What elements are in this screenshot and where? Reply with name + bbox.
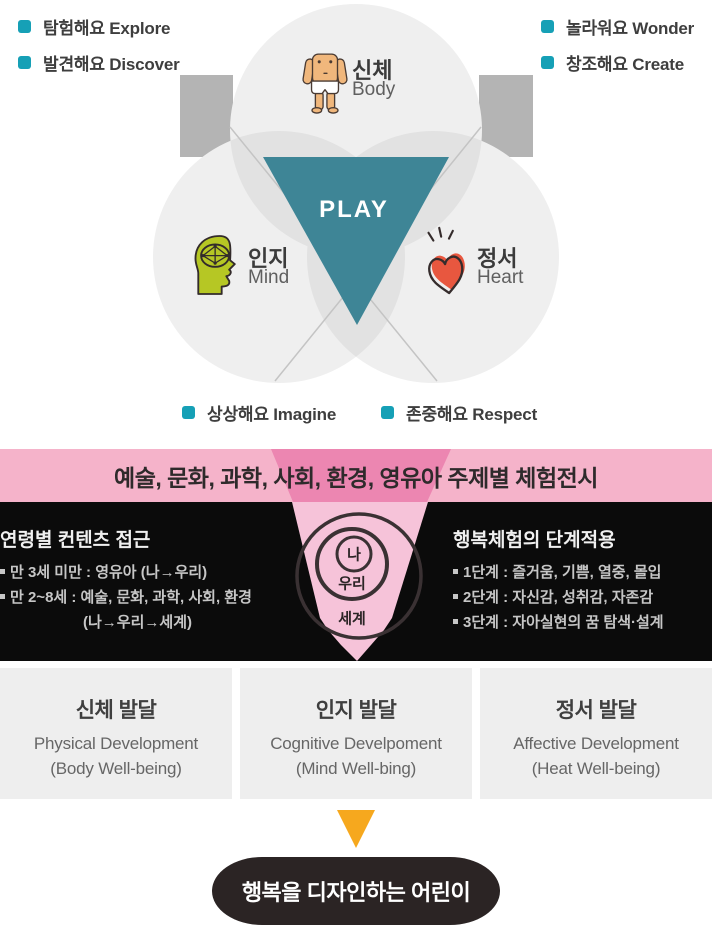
ring-we — [315, 527, 389, 601]
stage-item-text: 2단계 : 자신감, 성취감, 자존감 — [463, 589, 654, 606]
approach-item-text: (나→우리→세계) — [83, 614, 192, 631]
teal-square-icon — [18, 20, 31, 33]
ring-world — [295, 512, 423, 640]
development-boxes: 신체 발달 Physical Development (Body Well-be… — [0, 668, 712, 799]
venn-diagram — [153, 4, 559, 383]
approach-item-3: (나→우리→세계) — [83, 611, 192, 632]
stage-item-2: 2단계 : 자신감, 성취감, 자존감 — [453, 586, 653, 607]
approach-item-text: 만 3세 미만 : 영유아 (나→우리) — [10, 564, 208, 581]
stage-item-1: 1단계 : 즐거움, 기쁨, 열중, 몰입 — [453, 561, 661, 582]
dev-box-subtitle-line1: Physical Development — [33, 734, 199, 753]
dev-box-subtitle-line2: (Body Well-being) — [50, 759, 182, 778]
funnel-top-shape — [271, 449, 451, 502]
dev-box-subtitle-line2: (Heat Well-being) — [531, 759, 661, 778]
body-circle-title: 신체 — [352, 58, 393, 83]
ring-label-me: 나 — [347, 546, 361, 564]
approach-item-1: 만 3세 미만 : 영유아 (나→우리) — [0, 561, 207, 582]
dev-box-title: 정서 발달 — [555, 699, 637, 722]
development-box-body: 신체 발달 Physical Development (Body Well-be… — [0, 668, 232, 799]
approach-item-2: 만 2~8세 : 예술, 문화, 과학, 사회, 환경 — [0, 586, 252, 607]
left-gray-block — [180, 75, 233, 157]
keyword-wonder: 놀라워요 Wonder — [541, 14, 694, 39]
dev-box-subtitle: Affective Development (Heat Well-being) — [480, 731, 712, 781]
play-triangle — [263, 157, 449, 325]
keyword-respect: 존중해요 Respect — [381, 400, 537, 425]
stage-item-text: 1단계 : 즐거움, 기쁨, 열중, 몰입 — [463, 564, 662, 581]
keyword-label: 발견해요 Discover — [43, 55, 180, 74]
brain-head-icon — [194, 235, 236, 295]
square-bullet-icon — [453, 569, 458, 574]
teal-square-icon — [182, 406, 195, 419]
teal-square-icon — [541, 20, 554, 33]
dev-box-subtitle-line2: (Mind Well-bing) — [295, 759, 417, 778]
heart-icon — [427, 226, 465, 295]
keyword-label: 창조해요 Create — [566, 55, 685, 74]
baby-body-icon — [302, 53, 348, 114]
keyword-discover: 발견해요 Discover — [18, 50, 180, 75]
play-label: PLAY — [319, 196, 389, 223]
square-bullet-icon — [0, 569, 5, 574]
mind-circle-subtitle: Mind — [248, 267, 290, 288]
ring-label-we: 우리 — [338, 575, 366, 593]
approach-title: 연령별 컨텐츠 접근 — [0, 530, 151, 551]
mind-circle-title: 인지 — [248, 246, 289, 271]
teal-square-icon — [18, 56, 31, 69]
heart-circle-subtitle: Heart — [477, 267, 524, 288]
stages-title: 행복체험의 단계적용 — [453, 530, 616, 551]
strategy-band: 나 우리 세계 연령별 컨텐츠 접근 만 3세 미만 : 영유아 (나→우리) … — [0, 502, 712, 661]
right-gray-block — [479, 75, 533, 157]
dev-box-title: 인지 발달 — [315, 699, 397, 722]
conclusion-banner: 행복을 디자인하는 어린이 — [212, 857, 500, 925]
teal-square-icon — [381, 406, 394, 419]
body-circle-subtitle: Body — [352, 79, 396, 100]
keyword-label: 존중해요 Respect — [406, 405, 538, 424]
square-bullet-icon — [453, 594, 458, 599]
dev-box-title: 신체 발달 — [75, 699, 157, 722]
heart-circle-title: 정서 — [477, 246, 518, 271]
keyword-explore: 탐험해요 Explore — [18, 14, 170, 39]
keyword-create: 창조해요 Create — [541, 50, 684, 75]
ring-me — [335, 535, 373, 573]
keyword-label: 탐험해요 Explore — [43, 19, 171, 38]
development-box-heart: 정서 발달 Affective Development (Heat Well-b… — [480, 668, 712, 799]
approach-item-text: 만 2~8세 : 예술, 문화, 과학, 사회, 환경 — [10, 589, 252, 606]
dev-box-subtitle: Cognitive Develpoment (Mind Well-bing) — [240, 731, 472, 781]
square-bullet-icon — [0, 594, 5, 599]
keyword-imagine: 상상해요 Imagine — [182, 400, 336, 425]
exhibition-banner-title: 예술, 문화, 과학, 사회, 환경, 영유아 주제별 체험전시 — [114, 464, 598, 491]
ring-label-world: 세계 — [338, 610, 366, 628]
keyword-label: 상상해요 Imagine — [207, 405, 337, 424]
stage-item-3: 3단계 : 자아실현의 꿈 탐색·설계 — [453, 611, 664, 632]
keyword-label: 놀라워요 Wonder — [566, 19, 695, 38]
conclusion-label: 행복을 디자인하는 어린이 — [241, 880, 471, 905]
stage-item-text: 3단계 : 자아실현의 꿈 탐색·설계 — [463, 614, 664, 631]
teal-square-icon — [541, 56, 554, 69]
exhibition-banner: 예술, 문화, 과학, 사회, 환경, 영유아 주제별 체험전시 — [0, 449, 712, 502]
me-we-world-rings — [295, 512, 423, 640]
square-bullet-icon — [453, 619, 458, 624]
dev-box-subtitle: Physical Development (Body Well-being) — [0, 731, 232, 781]
dev-box-subtitle-line1: Affective Development — [513, 734, 679, 753]
development-box-mind: 인지 발달 Cognitive Develpoment (Mind Well-b… — [240, 668, 472, 799]
dev-box-subtitle-line1: Cognitive Develpoment — [270, 734, 442, 753]
down-arrow-icon — [337, 810, 375, 848]
